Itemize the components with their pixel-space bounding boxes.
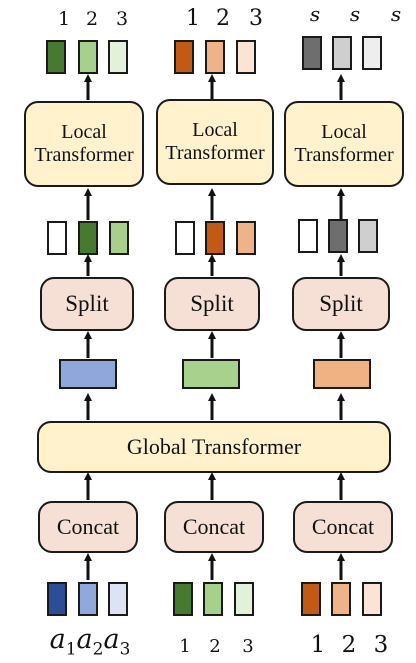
bottom-label: a3 bbox=[103, 624, 131, 660]
input-token bbox=[47, 582, 67, 616]
local-transformer-box: Local Transformer bbox=[284, 101, 404, 187]
global-transformer-box: Global Transformer bbox=[37, 421, 391, 473]
bottom-label-col1: a1a2a3 bbox=[40, 624, 140, 659]
mid-token bbox=[328, 219, 348, 253]
split-box: Split bbox=[40, 277, 134, 331]
top-label: 1 bbox=[57, 8, 71, 30]
output-token bbox=[108, 40, 128, 74]
concat-box: Concat bbox=[293, 501, 393, 553]
mid-token bbox=[298, 219, 318, 253]
input-token bbox=[108, 582, 128, 616]
mid-token bbox=[175, 221, 195, 255]
top-label: s bbox=[309, 2, 321, 26]
mid-token bbox=[358, 219, 378, 253]
mid-token bbox=[236, 221, 256, 255]
concat-box: Concat bbox=[38, 501, 138, 553]
top-label: 3 bbox=[249, 6, 263, 31]
bottom-label: 2 bbox=[341, 632, 357, 658]
mid-token bbox=[78, 221, 98, 255]
feature-bar bbox=[313, 359, 371, 389]
output-token bbox=[302, 36, 322, 70]
split-box: Split bbox=[292, 277, 390, 331]
output-token bbox=[362, 36, 382, 70]
output-token bbox=[174, 40, 194, 74]
bottom-label: 1 bbox=[179, 636, 191, 657]
bottom-label: 3 bbox=[242, 636, 254, 657]
output-token bbox=[205, 40, 225, 74]
input-token bbox=[78, 582, 98, 616]
input-token bbox=[203, 582, 223, 616]
output-token bbox=[332, 36, 352, 70]
top-label: 2 bbox=[85, 8, 99, 30]
output-token bbox=[46, 40, 66, 74]
top-label: s bbox=[390, 2, 402, 26]
local-transformer-box: Local Transformer bbox=[24, 101, 144, 187]
input-token bbox=[173, 582, 193, 616]
feature-bar bbox=[182, 359, 240, 389]
subscript: 1 bbox=[65, 639, 77, 660]
input-token bbox=[362, 582, 382, 616]
input-token bbox=[234, 582, 254, 616]
mid-token bbox=[205, 221, 225, 255]
top-label: 3 bbox=[115, 8, 129, 30]
bottom-label: a2 bbox=[76, 624, 104, 660]
subscript: 3 bbox=[119, 639, 131, 660]
top-label: 1 bbox=[186, 6, 200, 31]
output-token bbox=[236, 40, 256, 74]
input-token bbox=[301, 582, 321, 616]
input-token bbox=[331, 582, 351, 616]
top-label: 2 bbox=[216, 6, 230, 31]
output-token bbox=[78, 40, 98, 74]
mid-token bbox=[47, 221, 67, 255]
feature-bar bbox=[59, 359, 117, 389]
subscript: 2 bbox=[92, 639, 104, 660]
bottom-label: a1 bbox=[49, 624, 77, 660]
bottom-label: 2 bbox=[209, 636, 221, 657]
split-box: Split bbox=[164, 277, 260, 331]
top-label: s bbox=[349, 2, 361, 26]
bottom-label: 3 bbox=[373, 632, 389, 658]
local-transformer-box: Local Transformer bbox=[156, 99, 274, 185]
mid-token bbox=[109, 221, 129, 255]
bottom-label: 1 bbox=[310, 632, 326, 658]
concat-box: Concat bbox=[164, 501, 264, 553]
